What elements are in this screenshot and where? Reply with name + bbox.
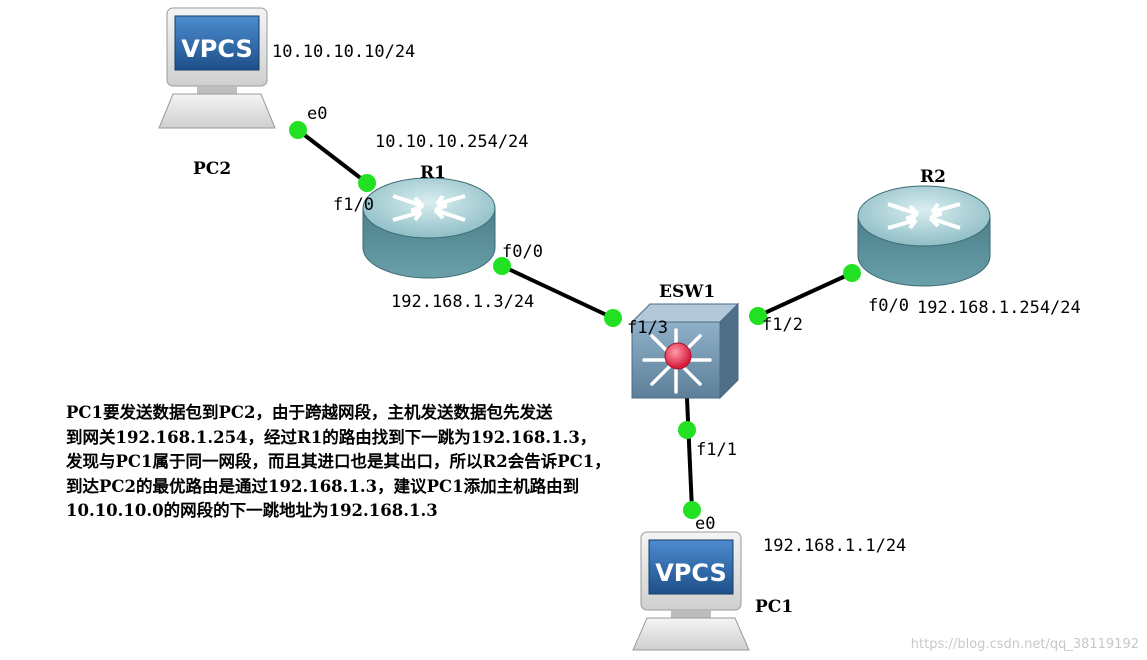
pc2-port-label: e0 — [307, 104, 328, 124]
pc1-device-icon[interactable]: VPCS — [632, 531, 750, 651]
port-dot-pc1-e0[interactable] — [683, 501, 701, 519]
esw1-port-f1-2-label: f1/2 — [762, 315, 803, 335]
esw1-port-f1-3-label: f1/3 — [627, 318, 668, 338]
r1-port-f0-0-label: f0/0 — [502, 242, 543, 262]
r1-port-f1-0-label: f1/0 — [333, 195, 374, 215]
port-dot-pc2-e0[interactable] — [289, 121, 307, 139]
link-pc2-r1 — [296, 128, 369, 185]
note-line: 发现与PC1属于同一网段，而且其进口也是其出口，所以R2会告诉PC1， — [66, 452, 611, 471]
note-line: 到达PC2的最优路由是通过192.168.1.3，建议PC1添加主机路由到 — [66, 476, 580, 496]
r1-router-icon[interactable] — [362, 177, 496, 279]
r2-f0-0-ip-label: 192.168.1.254/24 — [917, 298, 1081, 318]
r2-name-label: R2 — [920, 167, 946, 187]
links — [296, 128, 854, 512]
port-dot-esw1-f1-1[interactable] — [678, 421, 696, 439]
esw1-port-f1-1-label: f1/1 — [696, 440, 737, 460]
link-esw1-pc1 — [685, 396, 694, 512]
esw1-switch-icon[interactable] — [630, 302, 740, 400]
link-esw1-r2 — [756, 271, 854, 318]
port-dot-esw1-f1-2[interactable] — [749, 307, 767, 325]
r1-name-label: R1 — [420, 163, 446, 183]
r2-port-f0-0-label: f0/0 — [868, 296, 909, 316]
explanation-note: PC1要发送数据包到PC2，由于跨越网段，主机发送数据包先发送 到网关192.1… — [66, 401, 706, 524]
pc1-ip-label: 192.168.1.1/24 — [763, 536, 907, 556]
watermark: https://blog.csdn.net/qq_38119192 — [910, 637, 1139, 652]
r1-f0-0-ip-label: 192.168.1.3/24 — [391, 292, 535, 312]
port-dots — [289, 121, 861, 519]
port-dot-r1-f1-0[interactable] — [358, 174, 376, 192]
port-dot-r1-f0-0[interactable] — [493, 257, 511, 275]
note-line: 到网关192.168.1.254，经过R1的路由找到下一跳为192.168.1.… — [66, 427, 597, 447]
pc1-screen-text: VPCS — [655, 559, 727, 587]
note-line: 10.10.10.0的网段的下一跳地址为192.168.1.3 — [66, 501, 438, 520]
r1-f1-0-ip-label: 10.10.10.254/24 — [375, 132, 529, 152]
pc2-name-label: PC2 — [193, 159, 232, 179]
pc2-ip-label: 10.10.10.10/24 — [272, 42, 416, 62]
port-dot-esw1-f1-3[interactable] — [604, 309, 622, 327]
port-dot-r2-f0-0[interactable] — [843, 264, 861, 282]
note-line: PC1要发送数据包到PC2，由于跨越网段，主机发送数据包先发送 — [66, 403, 553, 422]
pc1-name-label: PC1 — [755, 597, 794, 617]
esw1-name-label: ESW1 — [659, 282, 716, 302]
pc1-port-label: e0 — [695, 514, 716, 534]
pc2-device-icon[interactable]: VPCS — [158, 7, 276, 129]
r2-router-icon[interactable] — [857, 185, 991, 287]
pc2-screen-text: VPCS — [181, 35, 253, 63]
link-r1-esw1 — [500, 264, 615, 320]
